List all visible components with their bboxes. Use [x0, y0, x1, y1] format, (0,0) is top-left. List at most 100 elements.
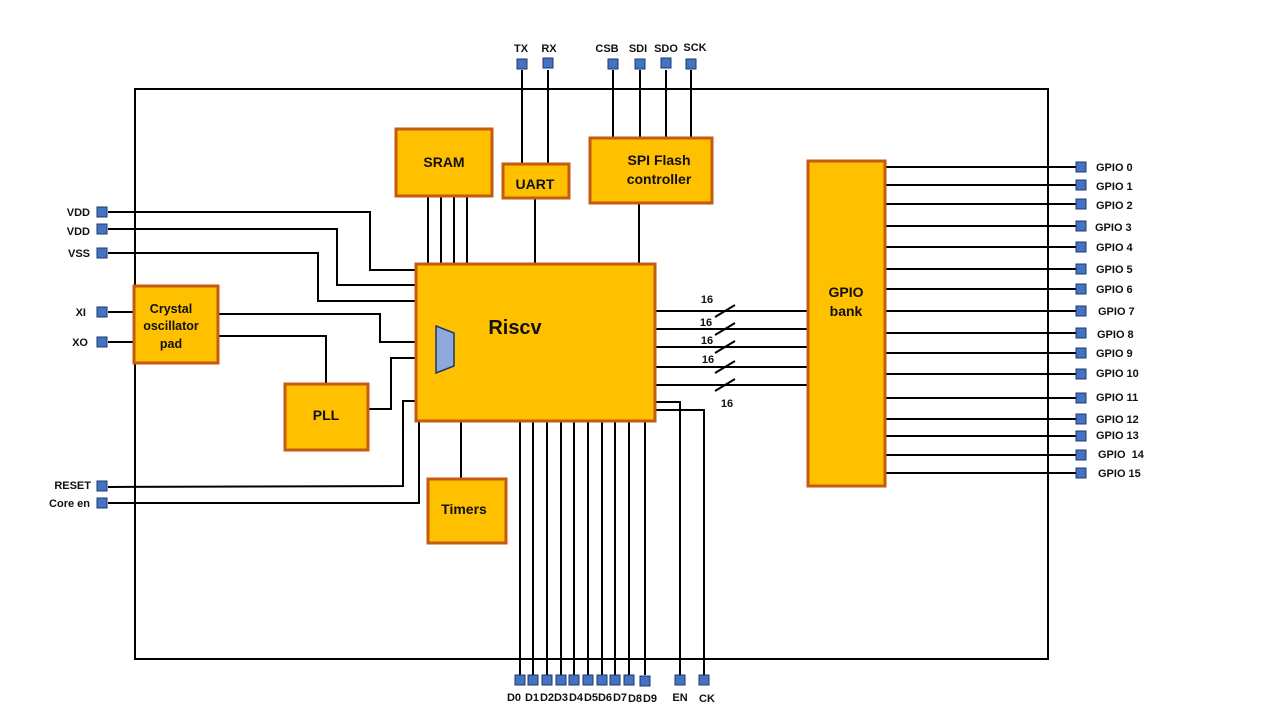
pin-label-reset: RESET	[54, 480, 91, 492]
pin-gpio	[1075, 198, 1087, 210]
sram-label: SRAM	[423, 154, 464, 170]
pin-reset	[96, 480, 108, 492]
pin-label-d9: D9	[643, 693, 657, 705]
pin-vss	[96, 247, 108, 259]
pin-label-d5: D5	[584, 692, 598, 704]
pin-label-d6: D6	[598, 692, 612, 704]
pin-label-sdi: SDI	[629, 43, 647, 55]
pin-label-vdd-2: VDD	[67, 226, 90, 238]
pin-vdd-1	[96, 206, 108, 218]
sram-block: SRAM	[394, 127, 494, 198]
pin-gpio	[1075, 241, 1087, 253]
pin-d2	[541, 674, 553, 686]
left-pins: VDD VDD VSS XI XO RESET Core en	[49, 206, 108, 510]
pin-d4	[568, 674, 580, 686]
pin-label-ck: CK	[699, 693, 715, 705]
bottom-pins: D0 D1 D2 D3 D4 D5 D6 D7 D8 D9 EN CK	[507, 674, 715, 705]
pin-label-d8: D8	[628, 693, 642, 705]
pin-label-vdd-1: VDD	[67, 207, 90, 219]
pin-gpio	[1075, 449, 1087, 461]
pin-label-gpio: GPIO 7	[1098, 306, 1135, 318]
gpio-bank-label-line2: bank	[830, 303, 863, 319]
pin-d5	[582, 674, 594, 686]
pin-label-rx: RX	[541, 43, 557, 55]
wires	[107, 70, 1076, 675]
bus-label: 16	[701, 335, 713, 347]
uart-block: UART	[501, 162, 571, 200]
pin-d7	[609, 674, 621, 686]
pin-d9	[639, 675, 651, 687]
pin-label-gpio: GPIO 3	[1095, 222, 1132, 234]
pin-rx	[542, 57, 554, 69]
pin-gpio	[1075, 368, 1087, 380]
pin-gpio	[1075, 220, 1087, 232]
pin-d1	[527, 674, 539, 686]
pin-label-gpio: GPIO 13	[1096, 430, 1139, 442]
pin-label-csb: CSB	[595, 43, 618, 55]
pin-label-d3: D3	[554, 692, 568, 704]
spi-label-line2: controller	[627, 171, 692, 187]
right-pins: GPIO 0 GPIO 1 GPIO 2 GPIO 3 GPIO 4 GPIO …	[1075, 161, 1145, 480]
pin-gpio	[1075, 179, 1087, 191]
pin-en	[674, 674, 686, 686]
pin-label-gpio: GPIO 8	[1097, 329, 1134, 341]
pin-label-d1: D1	[525, 692, 539, 704]
pin-label-d0: D0	[507, 692, 521, 704]
pin-label-sdo: SDO	[654, 43, 678, 55]
pin-label-vss: VSS	[68, 248, 90, 260]
pin-sdo	[660, 57, 672, 69]
pin-label-core-en: Core en	[49, 498, 90, 510]
pin-xi	[96, 306, 108, 318]
pin-label-gpio: GPIO 10	[1096, 368, 1139, 380]
pin-d6	[596, 674, 608, 686]
pin-label-gpio: GPIO 2	[1096, 200, 1133, 212]
riscv-label: Riscv	[488, 317, 542, 339]
pin-sck	[685, 58, 697, 70]
pll-block: PLL	[283, 382, 370, 452]
pll-label: PLL	[313, 407, 340, 423]
pin-vdd-2	[96, 223, 108, 235]
pin-label-tx: TX	[514, 43, 529, 55]
bus-label: 16	[700, 317, 712, 329]
pin-label-en: EN	[672, 692, 687, 704]
pin-label-gpio: GPIO 11	[1096, 392, 1138, 404]
pin-gpio	[1075, 392, 1087, 404]
riscv-block: Riscv	[414, 262, 657, 423]
pin-gpio	[1075, 305, 1087, 317]
pin-ck	[698, 674, 710, 686]
pin-gpio	[1075, 283, 1087, 295]
pin-core-en	[96, 497, 108, 509]
crystal-label-line2: oscillator	[143, 319, 199, 333]
pin-label-gpio: GPIO 0	[1096, 162, 1133, 174]
pin-xo	[96, 336, 108, 348]
pin-label-gpio: GPIO 6	[1096, 284, 1133, 296]
pin-sdi	[634, 58, 646, 70]
pin-label-d7: D7	[613, 692, 627, 704]
pin-label-gpio: GPIO 12	[1096, 414, 1139, 426]
crystal-oscillator-block: Crystal oscillator pad	[132, 284, 220, 365]
clock-mux	[435, 324, 455, 375]
pin-d3	[555, 674, 567, 686]
pin-gpio	[1075, 430, 1087, 442]
timers-label: Timers	[441, 501, 487, 517]
pin-label-d2: D2	[540, 692, 554, 704]
pin-gpio	[1075, 347, 1087, 359]
crystal-label-line1: Crystal	[150, 302, 192, 316]
top-pins: TX RX CSB SDI SDO SCK	[514, 42, 707, 70]
bus-label: 16	[701, 294, 713, 306]
pin-gpio	[1075, 413, 1087, 425]
pin-label-gpio: GPIO 5	[1096, 264, 1133, 276]
pin-label-gpio: GPIO 15	[1098, 468, 1141, 480]
pin-d8	[623, 674, 635, 686]
pin-label-xo: XO	[72, 337, 88, 349]
pin-gpio	[1075, 263, 1087, 275]
pin-label-xi: XI	[76, 307, 86, 319]
pin-gpio	[1075, 467, 1087, 479]
pin-d0	[514, 674, 526, 686]
pin-label-gpio: GPIO 4	[1096, 242, 1134, 254]
gpio-bank-label-line1: GPIO	[828, 284, 863, 300]
pin-gpio	[1075, 327, 1087, 339]
pin-tx	[516, 58, 528, 70]
gpio-bank-block: GPIO bank	[806, 159, 887, 488]
pin-label-sck: SCK	[683, 42, 706, 54]
